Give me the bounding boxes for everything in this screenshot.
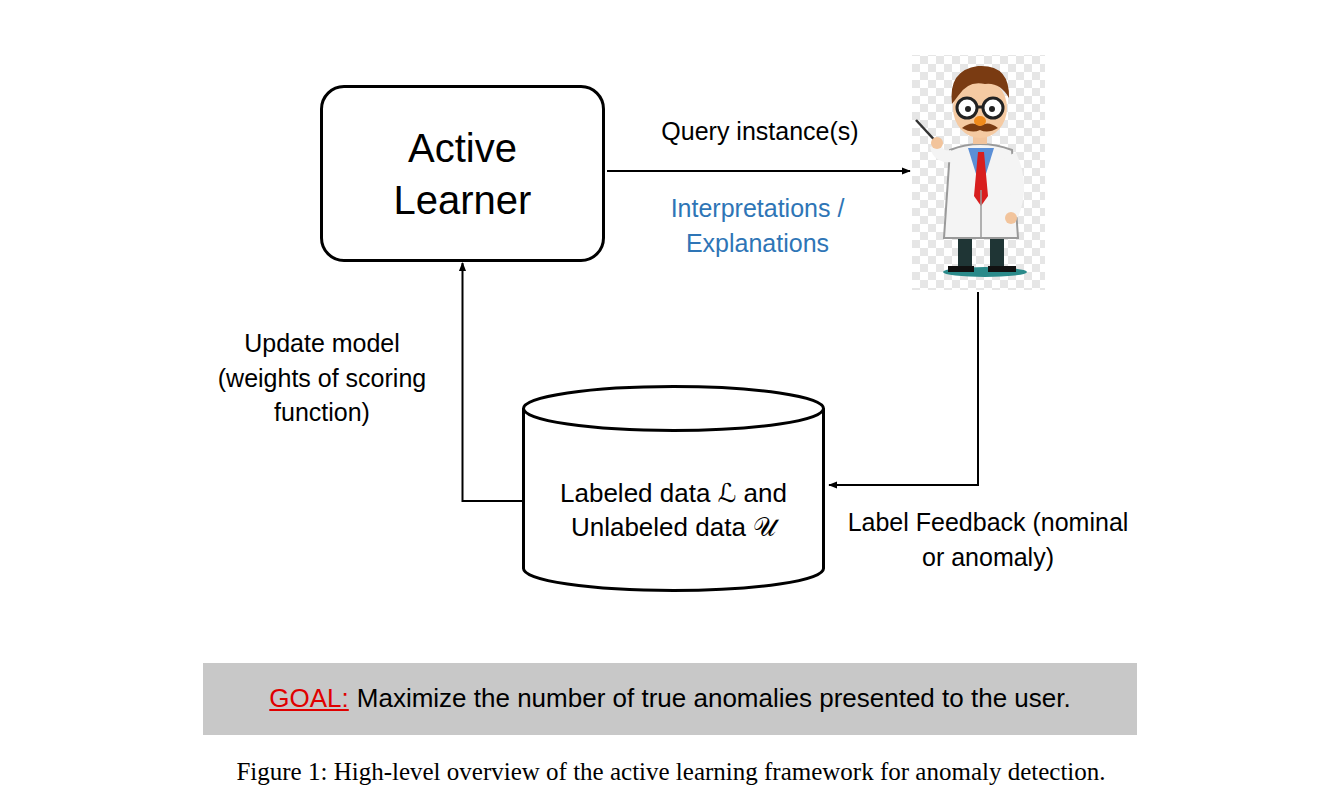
query-arrow bbox=[607, 170, 910, 172]
edge-label: Update model (weights of scoring functio… bbox=[212, 326, 432, 430]
feedback-arrow bbox=[829, 292, 978, 485]
cylinder-body bbox=[524, 387, 824, 591]
cylinder-rim bbox=[524, 409, 824, 431]
arrow-label: Label Feedback (nominal or anomaly) bbox=[838, 505, 1138, 574]
arrow-label: Query instance(s) bbox=[610, 114, 910, 149]
data-store: Labeled data ℒ and Unlabeled data 𝒰 bbox=[522, 385, 825, 592]
connector-arrow bbox=[463, 263, 523, 501]
figure-caption: Figure 1: High-level overview of the act… bbox=[0, 755, 1342, 790]
scientist-figure bbox=[912, 55, 1045, 290]
process-box: Active Learner bbox=[320, 85, 605, 262]
goal-text: Maximize the number of true anomalies pr… bbox=[357, 681, 1071, 717]
node-text: Labeled data ℒ and Unlabeled data 𝒰 bbox=[549, 477, 799, 545]
goal-heading: GOAL: bbox=[269, 681, 348, 717]
node-text: Active Learner bbox=[358, 122, 568, 226]
annotation-label: Interpretations / Explanations bbox=[640, 191, 875, 260]
goal-banner: GOAL:Maximize the number of true anomali… bbox=[203, 663, 1137, 735]
